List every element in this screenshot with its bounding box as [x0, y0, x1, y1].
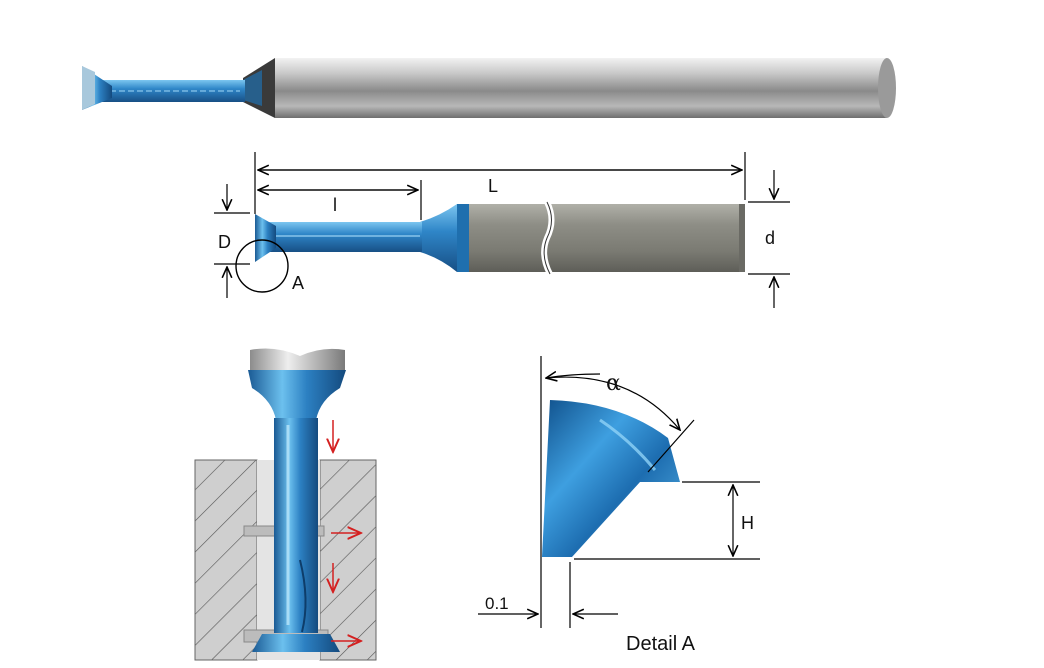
- label-D: D: [218, 232, 231, 252]
- vertical-neck: [274, 418, 318, 633]
- vertical-shank: [250, 348, 345, 372]
- label-l: l: [333, 195, 337, 215]
- detail-a: α H 0.1 Detail A: [478, 356, 760, 655]
- label-L: L: [488, 176, 498, 196]
- cutter-in-workpiece: [194, 348, 377, 661]
- vertical-head: [252, 634, 340, 652]
- cutter-render-top: [82, 58, 896, 118]
- shank-end: [878, 58, 896, 118]
- shank-body: [275, 58, 887, 118]
- label-offset: 0.1: [485, 594, 509, 613]
- workpiece-right: [319, 459, 377, 661]
- side-shank: [457, 204, 745, 272]
- detail-circle: [235, 239, 289, 293]
- detail-blade: [542, 400, 680, 557]
- label-A: A: [292, 273, 304, 293]
- side-taper: [420, 204, 457, 272]
- label-alpha: α: [606, 371, 621, 396]
- side-head: [255, 214, 276, 262]
- alpha-arc: [545, 376, 680, 430]
- cutter-side-view: L l D d A: [214, 152, 790, 308]
- workpiece-left: [194, 459, 258, 661]
- label-d: d: [765, 228, 775, 248]
- neck: [100, 80, 245, 102]
- angle-ref-line: [647, 419, 695, 473]
- side-neck: [262, 222, 422, 252]
- vertical-taper: [248, 370, 346, 420]
- shank-coating-edge: [457, 204, 469, 272]
- label-H: H: [741, 513, 754, 533]
- detail-title: Detail A: [626, 633, 696, 655]
